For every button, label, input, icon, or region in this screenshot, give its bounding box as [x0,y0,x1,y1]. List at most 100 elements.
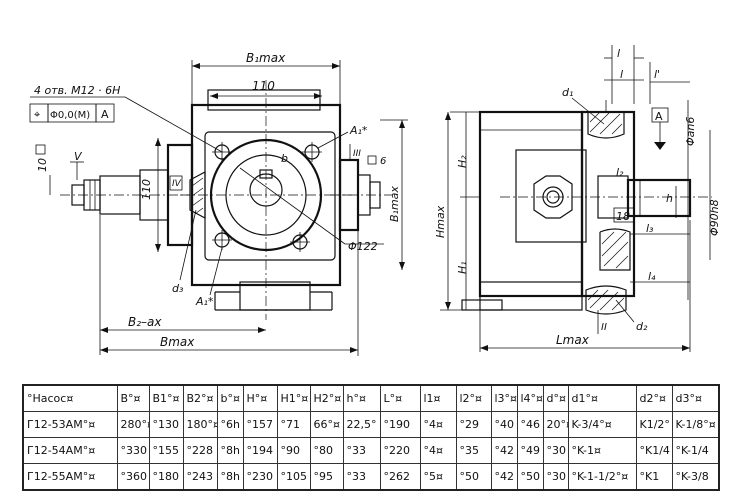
header-cell-pump: °Насос¤ [22,384,118,412]
datum-a: A [655,110,663,123]
header-cell-b2: B2°¤ [182,384,218,412]
table-row: Г12-54AM°¤ °330 °155 °228 °8h °194 °90 °… [22,437,720,464]
table-cell: °190 [379,411,421,438]
header-cell-d: d°¤ [542,384,569,412]
table-cell: °30 [542,463,569,491]
dim-bmax: Bmax [160,335,195,349]
table-cell: °K-1-1/2°¤ [567,463,637,491]
label-d2: d₂ [636,320,648,333]
table-cell: °262 [379,463,421,491]
table-cell: Г12-53AM°¤ [22,411,118,438]
callout-holes: 4 отв. M12 · 6H [34,84,120,97]
table-cell: K-1/8°¤ [671,411,720,438]
label-d3: d₃ [172,282,184,295]
table-cell: Г12-55AM°¤ [22,463,118,491]
dim-h2: H₂ [456,155,469,168]
table-cell: °42 [490,463,518,491]
header-cell-h1: H1°¤ [276,384,311,412]
dim-lmax: Lmax [556,333,590,347]
header-cell-b: B°¤ [116,384,150,412]
label-b: b [281,152,288,165]
table-cell: °33 [342,463,381,491]
dim-phi-a: Φan6 [684,117,697,146]
label-iii: III [353,149,361,159]
label-a1-bottom: A₁* [195,295,214,308]
table-cell: Г12-54AM°¤ [22,437,118,464]
dim-l2: l₂ [616,166,624,179]
table-row: Г12-55AM°¤ °360 °180 °243 °8h °230 °105 … [22,463,720,491]
table-cell: 280°¤ [116,411,150,438]
table-cell: °29 [455,411,492,438]
dim-h: h [666,192,673,205]
table-cell: °5¤ [419,463,457,491]
table-cell: K1/2° [635,411,673,438]
table-cell: °35 [455,437,492,464]
technical-drawing: B₁max 110 110 B₁max 10 V IV III 6 A₁* [29,45,721,356]
table-cell: °330 [116,437,150,464]
tol-symbol: ⌖ [34,108,40,121]
header-cell-d3: d3°¤ [671,384,720,412]
table-cell: °8h [216,463,244,491]
tol-datum: A [101,108,109,121]
table-cell: °155 [148,437,184,464]
table-cell: °105 [276,463,311,491]
table-cell: 22,5° [342,411,381,438]
dim-hmax: Hmax [434,205,447,238]
table-cell: °8h [216,437,244,464]
table-cell: °46 [516,411,544,438]
table-cell: °95 [309,463,344,491]
header-cell-d1: d1°¤ [567,384,637,412]
table-cell: °230 [242,463,278,491]
dim-box-10: 10 [36,158,49,172]
table-cell: °71 [276,411,311,438]
table-cell: 20°¤ [542,411,569,438]
table-cell: °6h [216,411,244,438]
label-d1: d₁ [562,86,573,99]
table-cell: °40 [490,411,518,438]
table-cell: K-3/4°¤ [567,411,637,438]
dim-l4: l₄ [648,270,656,283]
table-cell: °50 [516,463,544,491]
table-cell: °228 [182,437,218,464]
label-a1-top: A₁* [349,124,368,137]
dim-l-prime: l' [654,68,660,81]
table-cell: °30 [542,437,569,464]
label-iv: IV [172,179,182,189]
table-cell: °4¤ [419,437,457,464]
dim-right-b1max: B₁max [388,186,401,222]
header-cell-h: H°¤ [242,384,278,412]
table-cell: °K-1/4 [671,437,720,464]
header-cell-b1: B1°¤ [148,384,184,412]
header-cell-l3: l3°¤ [490,384,518,412]
left-view: B₁max 110 110 B₁max 10 V IV III 6 A₁* [29,51,408,356]
table-cell: °130 [148,411,184,438]
dim-top-110: 110 [252,79,275,93]
label-v: V [74,150,83,163]
table-cell: °90 [276,437,311,464]
table-cell: °33 [342,437,381,464]
dim-side-110: 110 [140,179,153,200]
header-cell-l1: l1¤ [419,384,457,412]
label-ii: II [601,322,607,333]
dim-b2-ax: B₂–ax [128,315,162,329]
table-cell: 66°¤ [309,411,344,438]
table-row: Г12-53AM°¤ 280°¤ °130 180°¤ °6h °157 °71… [22,411,720,438]
header-cell-l: L°¤ [379,384,421,412]
table-cell: °180 [148,463,184,491]
table-cell: °K-1¤ [567,437,637,464]
table-cell: °360 [116,463,150,491]
table-cell: 180°¤ [182,411,218,438]
table-cell: °80 [309,437,344,464]
table-header-row: °Насос¤ B°¤ B1°¤ B2°¤ b°¤ H°¤ H1°¤ H2°¤ … [22,384,720,412]
header-cell-l2: l2°¤ [455,384,492,412]
table-cell: °K-3/8 [671,463,720,491]
header-cell-h-lower: h°¤ [342,384,381,412]
dim-phi-90: Φ90h8 [708,199,721,236]
table-cell: °243 [182,463,218,491]
tol-value: Φ0,0(M) [50,110,90,121]
dim-box-6: 6 [380,156,386,167]
table-cell: °42 [490,437,518,464]
dim-l3: l₃ [646,222,654,235]
spec-table: °Насос¤ B°¤ B1°¤ B2°¤ b°¤ H°¤ H1°¤ H2°¤ … [22,384,720,491]
header-cell-b-lower: b°¤ [216,384,244,412]
